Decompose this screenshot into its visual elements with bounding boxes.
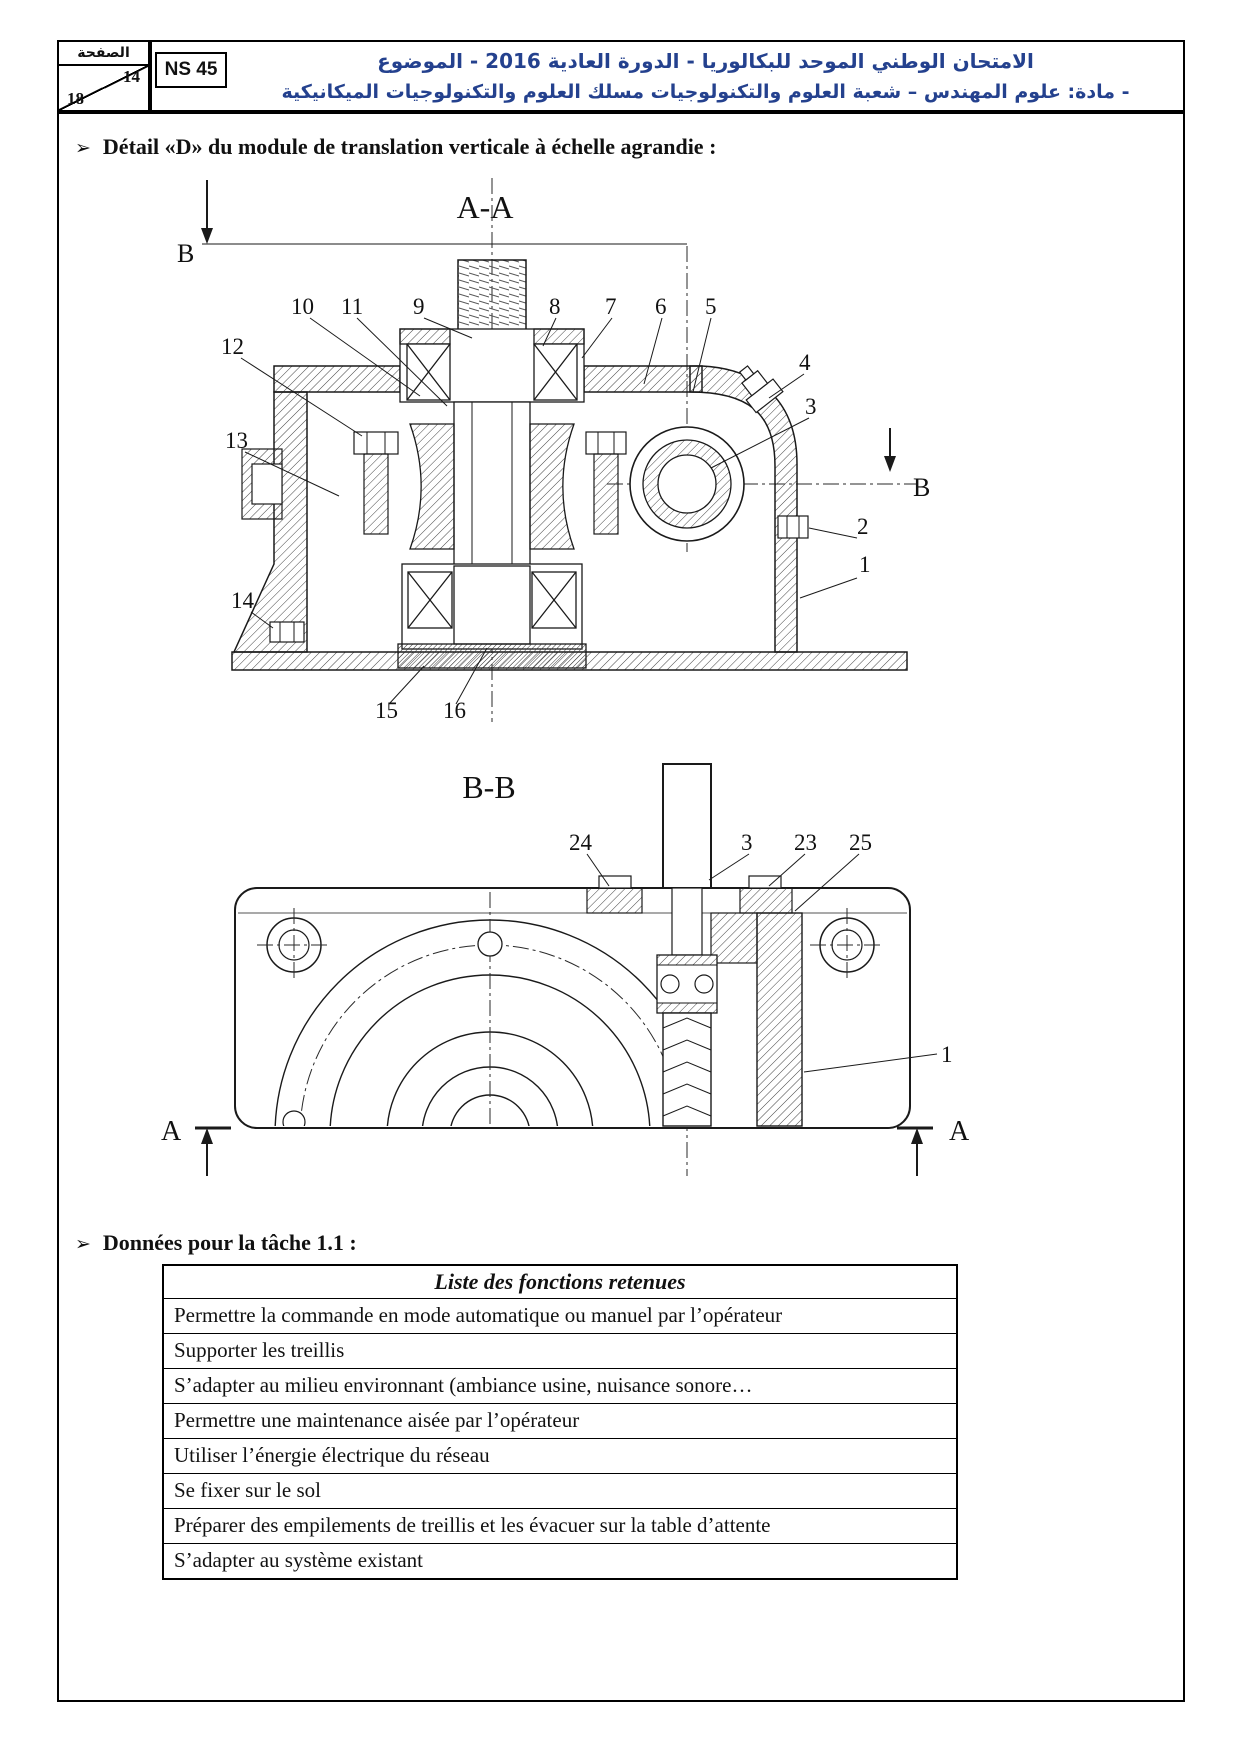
functions-table: Liste des fonctions retenues Permettre l… <box>162 1264 958 1580</box>
arrow-bullet-icon: ➢ <box>75 1233 91 1255</box>
callout: 2 <box>857 514 869 539</box>
section-plane-a <box>195 1126 933 1176</box>
bearing-caps <box>586 875 793 914</box>
table-row: S’adapter au système existant <box>164 1543 956 1578</box>
drawing-section-aa: A-A B B <box>177 178 930 723</box>
callout: 8 <box>549 294 561 319</box>
section-letter-a: A <box>949 1116 970 1147</box>
page-current: 14 <box>123 67 140 86</box>
callout: 13 <box>225 428 248 453</box>
data-heading-text: Données pour la tâche 1.1 : <box>102 1230 357 1255</box>
callout: 12 <box>221 334 244 359</box>
callout: 10 <box>291 294 314 319</box>
wall-section <box>756 912 803 1127</box>
arrow-bullet-icon: ➢ <box>75 137 91 159</box>
clamp-bolts <box>353 431 627 535</box>
leader-lines <box>240 317 858 705</box>
exam-title-line2: - مادة: علوم المهندس – شعبة العلوم والتك… <box>281 81 1130 103</box>
exam-title-line1: الامتحان الوطني الموحد للبكالوريا - الدو… <box>377 49 1034 73</box>
bolt-hole-left <box>257 908 331 982</box>
callout-numbers: 24 3 23 25 1 <box>569 830 953 1067</box>
callout: 14 <box>231 588 255 613</box>
worm-bore-circles <box>629 426 745 542</box>
spacer-section <box>710 912 758 964</box>
section-letter-b: B <box>177 239 194 268</box>
leader-lines <box>586 853 938 1073</box>
functions-table-header: Liste des fonctions retenues <box>434 1269 686 1294</box>
callout: 11 <box>341 294 363 319</box>
foot-screw <box>269 621 305 643</box>
callout: 4 <box>799 350 811 375</box>
callout: 24 <box>569 830 593 855</box>
worm-screw <box>662 1012 712 1127</box>
callout: 9 <box>413 294 425 319</box>
drawing-section-bb: B-B <box>161 763 970 1176</box>
content-frame: ➢ Détail «D» du module de translation ver… <box>57 112 1185 1702</box>
screw-shaft <box>656 763 718 1014</box>
side-screw <box>777 515 809 539</box>
data-heading: ➢ Données pour la tâche 1.1 : <box>75 1230 357 1256</box>
page-total: 18 <box>67 89 84 108</box>
section-letter-a: A <box>161 1116 182 1147</box>
callout: 6 <box>655 294 667 319</box>
callout: 23 <box>794 830 817 855</box>
top-bearing-unit <box>399 328 585 403</box>
callout: 5 <box>705 294 717 319</box>
detail-heading-text: Détail «D» du module de translation vert… <box>102 134 717 159</box>
exam-title-box: NS 45 الامتحان الوطني الموحد للبكالوريا … <box>150 40 1185 112</box>
shaft-and-worm-wheel <box>409 401 575 567</box>
bolt-hole-right <box>810 908 884 982</box>
table-row: Supporter les treillis <box>164 1333 956 1368</box>
callout: 16 <box>443 698 466 723</box>
callout: 15 <box>375 698 398 723</box>
callout: 3 <box>805 394 817 419</box>
callout-numbers: 10 11 9 8 7 6 5 4 3 12 13 14 2 1 15 16 <box>221 294 871 723</box>
section-plane-b <box>201 180 896 472</box>
detail-heading: ➢ Détail «D» du module de translation ver… <box>75 134 716 160</box>
page-number-box: الصفحة 14 18 <box>57 40 150 112</box>
table-row: Se fixer sur le sol <box>164 1473 956 1508</box>
table-row: Permettre la commande en mode automatiqu… <box>164 1298 956 1333</box>
callout: 1 <box>859 552 871 577</box>
drawing-aa-title: A-A <box>457 189 514 225</box>
callout: 1 <box>941 1042 953 1067</box>
page-fraction-cell: 14 18 <box>59 66 148 110</box>
exam-code: NS 45 <box>155 52 227 88</box>
bottom-bearing-unit <box>397 563 587 669</box>
top-hole <box>477 931 503 957</box>
housing-cross-section <box>231 365 908 671</box>
drawing-bb-title: B-B <box>462 769 515 805</box>
exam-title: الامتحان الوطني الموحد للبكالوريا - الدو… <box>236 45 1175 107</box>
callout: 3 <box>741 830 753 855</box>
table-row: Permettre une maintenance aisée par l’op… <box>164 1403 956 1438</box>
page-word-label: الصفحة <box>59 42 148 66</box>
table-row: Préparer des empilements de treillis et … <box>164 1508 956 1543</box>
left-boss <box>241 448 283 520</box>
section-letter-b: B <box>913 473 930 502</box>
lifting-screw-thread <box>457 259 527 337</box>
table-row: Utiliser l’énergie électrique du réseau <box>164 1438 956 1473</box>
grease-fitting <box>738 365 784 414</box>
callout: 7 <box>605 294 617 319</box>
callout: 25 <box>849 830 872 855</box>
table-row: S’adapter au milieu environnant (ambianc… <box>164 1368 956 1403</box>
